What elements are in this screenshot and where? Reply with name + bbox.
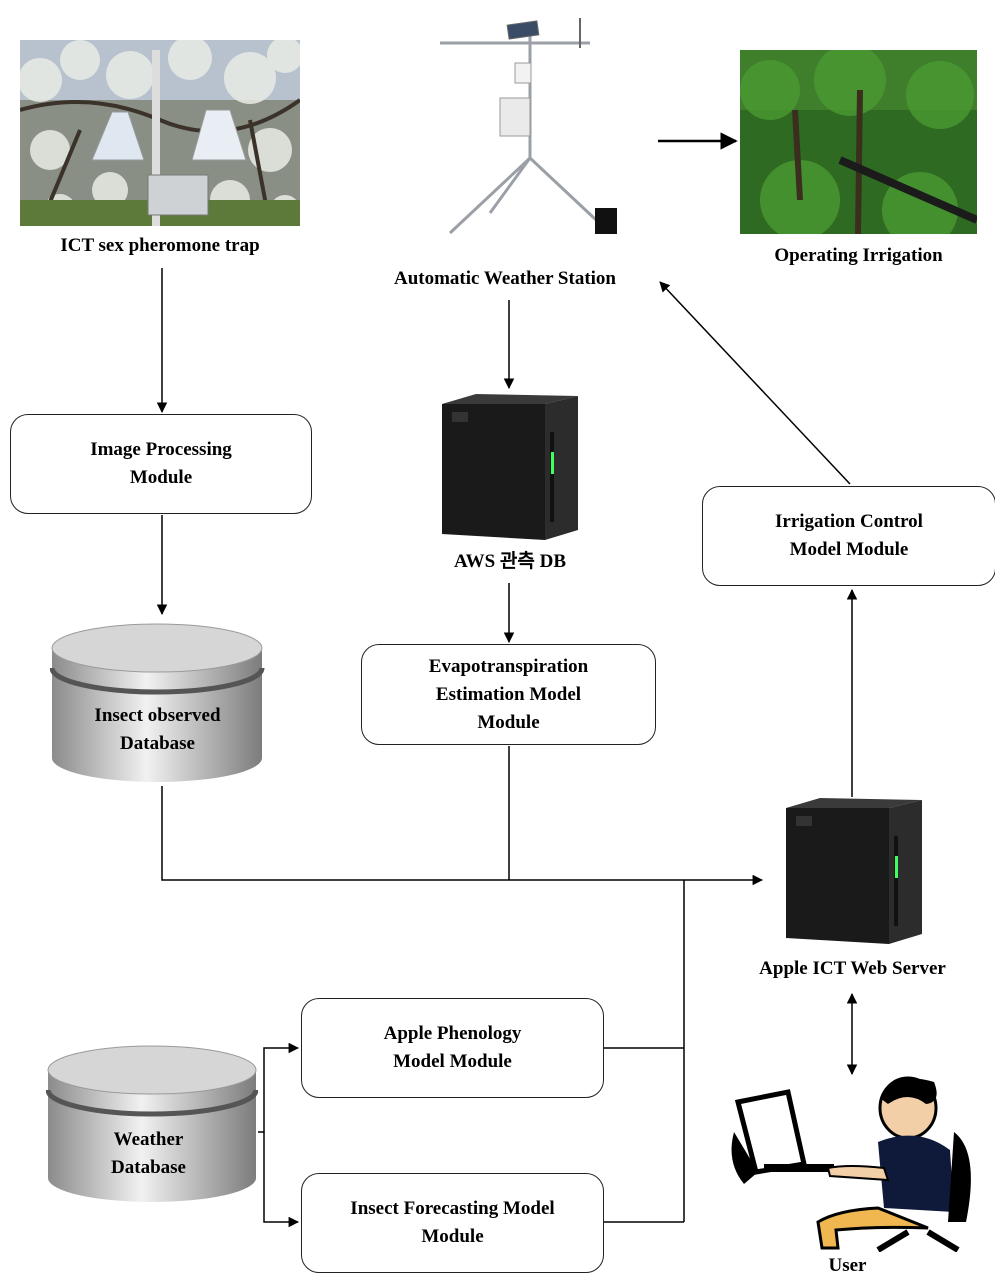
apple-phenology-line-1: Apple Phenology	[383, 1023, 522, 1044]
evapotranspiration-line-2: Estimation Model	[435, 683, 582, 705]
evapotranspiration-line-3: Module	[477, 711, 540, 733]
insect-forecasting-module: Insect Forecasting Model Module	[301, 1173, 604, 1273]
pheromone-trap-label: ICT sex pheromone trap	[60, 235, 260, 256]
insect-database-label: Insect observed Database	[50, 702, 265, 758]
user-label: User	[828, 1255, 867, 1276]
web-server-label: Apple ICT Web Server	[759, 958, 946, 979]
weather-station-image	[430, 8, 630, 248]
weather-station-label: Automatic Weather Station	[393, 268, 616, 289]
arrow-weather-db-to-phenology	[258, 1042, 300, 1133]
line-insect-db-to-server	[161, 786, 764, 886]
weather-database-label: Weather Database	[46, 1126, 251, 1182]
image-processing-line-2: Module	[129, 467, 193, 488]
insect-database-line-2: Database	[120, 733, 195, 754]
weather-database-line-1: Weather	[113, 1129, 184, 1150]
aws-db-server-icon	[440, 392, 580, 542]
irrigation-control-line-1: Irrigation Control	[775, 511, 923, 532]
weather-database-cylinder	[46, 1040, 258, 1205]
insect-database-cylinder	[50, 618, 265, 786]
arrow-weather-db-to-forecast	[263, 1132, 300, 1228]
insect-forecasting-line-2: Module	[421, 1226, 484, 1247]
evapotranspiration-module: Evapotranspiration Estimation Model Modu…	[361, 644, 656, 745]
irrigation-control-line-2: Model Module	[789, 539, 909, 560]
image-processing-line-1: Image Processing	[90, 439, 232, 460]
pheromone-trap-photo	[20, 40, 300, 226]
irrigation-photo-label: Operating Irrigation	[774, 245, 943, 266]
user-at-computer-icon	[728, 1072, 980, 1252]
insect-database-line-1: Insect observed	[94, 705, 221, 726]
aws-db-label: AWS 관측 DB	[453, 551, 567, 572]
insect-forecasting-line-1: Insect Forecasting Model	[350, 1198, 555, 1219]
apple-phenology-module: Apple Phenology Model Module	[301, 998, 604, 1098]
web-server-icon	[784, 796, 924, 946]
apple-phenology-line-2: Model Module	[393, 1051, 512, 1072]
evapotranspiration-line-1: Evapotranspiration	[428, 655, 589, 677]
weather-database-line-2: Database	[111, 1157, 186, 1178]
arrow-irrigation-module-to-aws	[659, 281, 851, 485]
irrigation-control-module: Irrigation Control Model Module	[702, 486, 995, 586]
irrigation-photo	[740, 50, 977, 234]
image-processing-module: Image Processing Module	[10, 414, 312, 514]
